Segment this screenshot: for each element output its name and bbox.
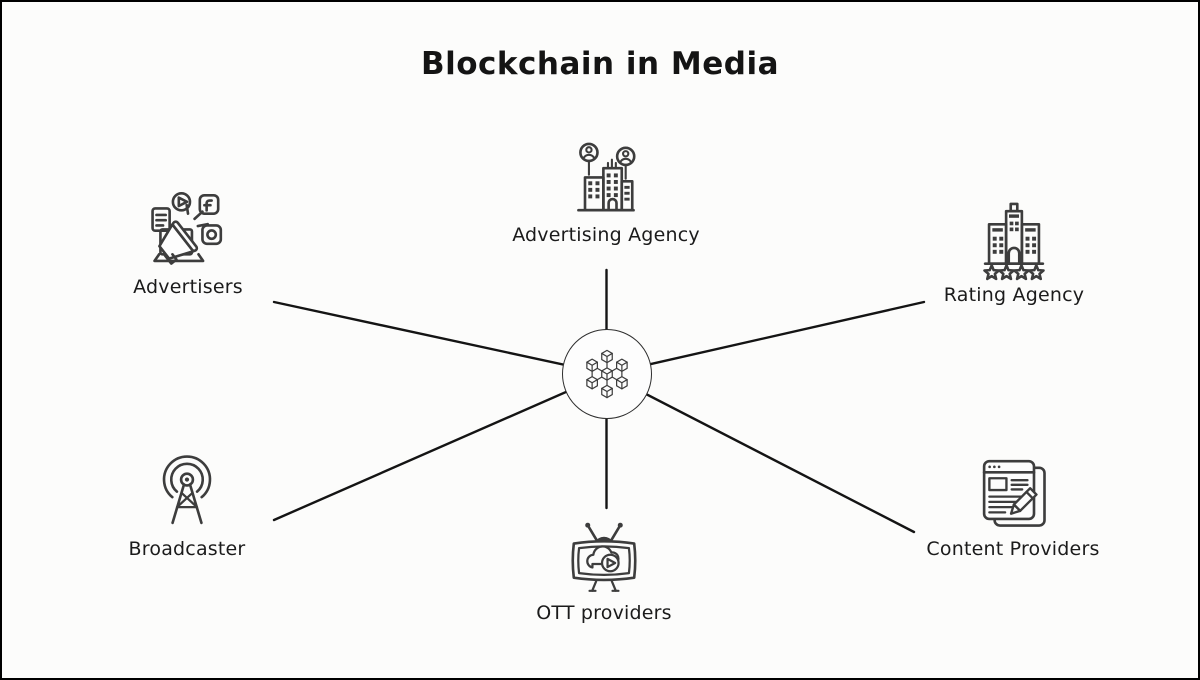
- node-label-advertisers: Advertisers: [133, 276, 243, 298]
- content-providers-icon: [971, 452, 1055, 536]
- ott-providers-icon: [562, 516, 646, 600]
- node-advertising-agency: Advertising Agency: [491, 138, 721, 246]
- node-broadcaster: Broadcaster: [72, 452, 302, 560]
- page-title: Blockchain in Media: [421, 46, 779, 82]
- line-advertisers: [272, 300, 609, 376]
- node-label-rating-agency: Rating Agency: [943, 284, 1085, 306]
- blockchain-network-icon: [586, 349, 628, 399]
- line-rating-agency: [605, 300, 926, 376]
- node-label-content-providers: Content Providers: [926, 538, 1100, 560]
- advertising-agency-icon: [564, 138, 648, 222]
- node-label-broadcaster: Broadcaster: [128, 538, 246, 560]
- rating-agency-icon: [972, 198, 1056, 282]
- node-rating-agency: Rating Agency: [899, 198, 1129, 306]
- node-advertisers: Advertisers: [73, 190, 303, 298]
- node-label-advertising-agency: Advertising Agency: [512, 224, 700, 246]
- node-label-ott-providers: OTT providers: [536, 602, 672, 624]
- advertisers-icon: [146, 190, 230, 274]
- node-content-providers: Content Providers: [898, 452, 1128, 560]
- node-ott-providers: OTT providers: [489, 516, 719, 624]
- line-content-providers: [605, 372, 916, 534]
- broadcaster-icon: [145, 452, 229, 536]
- blockchain-hub: [562, 329, 652, 419]
- line-broadcaster: [272, 372, 609, 522]
